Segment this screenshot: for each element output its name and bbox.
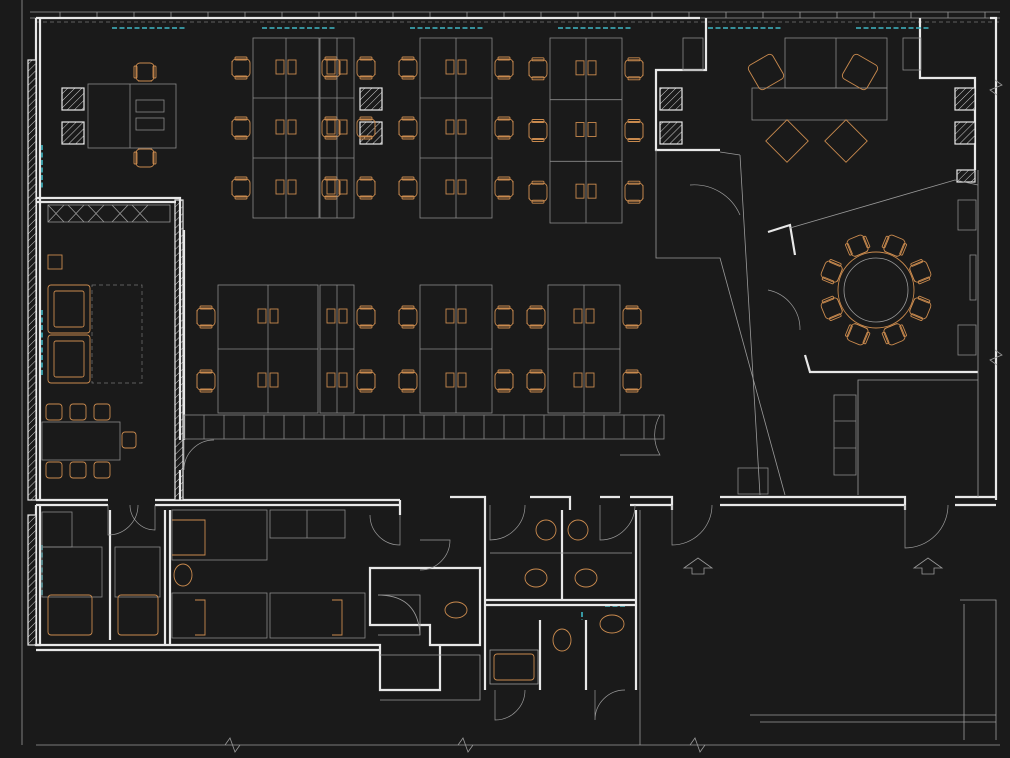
office-chair-icon (526, 305, 546, 329)
office-chair-icon (528, 57, 548, 81)
desk-icon (319, 37, 355, 219)
office-chair-icon (526, 369, 546, 393)
break-lines (224, 79, 1003, 753)
office-chair-icon (908, 295, 932, 321)
office-chair-icon (624, 57, 644, 81)
desk-icon (419, 37, 493, 219)
office-chair-icon (196, 305, 216, 329)
door-swing-icon (107, 184, 949, 721)
office-chair-icon (845, 322, 871, 346)
office-chair-icon (398, 369, 418, 393)
office-chair-icon (624, 180, 644, 204)
office-chair-icon (908, 259, 932, 285)
round-table-chairs (820, 234, 932, 346)
desk-icon (549, 37, 623, 224)
office-chair-icon (881, 234, 907, 258)
office-chair-icon (356, 116, 376, 140)
office-chair-icon (820, 259, 844, 285)
office-chair-icon (494, 176, 514, 200)
office-chair-icon (528, 119, 548, 142)
lower-right-outline (380, 510, 997, 745)
restrooms (483, 510, 638, 690)
desk-icon (319, 284, 355, 414)
office-chair-icon (356, 56, 376, 80)
lounge-area (41, 254, 143, 479)
desk-icon (547, 284, 621, 414)
stair-arrow-icon (682, 557, 944, 575)
desk-icon (252, 37, 320, 219)
office-chair-icon (398, 176, 418, 200)
office-chair-icon (622, 305, 642, 329)
office-chair-icon (622, 369, 642, 393)
office-chair-icon (528, 180, 548, 204)
desk-icon (217, 284, 319, 414)
right-cabinets (957, 199, 977, 356)
office-chair-icon (133, 62, 157, 82)
storage-cabinets (183, 414, 665, 440)
office-chair-icon (133, 148, 157, 168)
office-chair-icon (845, 234, 871, 258)
office-chair-icon (356, 369, 376, 393)
open-office-workstations (133, 37, 644, 414)
office-chair-icon (494, 305, 514, 329)
office-chair-icon (398, 116, 418, 140)
entry-desk-cluster (87, 83, 177, 149)
office-chair-icon (398, 305, 418, 329)
office-chair-icon (820, 295, 844, 321)
office-chair-icon (494, 56, 514, 80)
office-chair-icon (398, 56, 418, 80)
office-chair-icon (494, 116, 514, 140)
office-chair-icon (356, 305, 376, 329)
office-chair-icon (196, 369, 216, 393)
office-chair-icon (231, 116, 251, 140)
office-chair-icon (624, 119, 644, 142)
left-room-walls (36, 196, 186, 500)
executive-office (682, 37, 922, 163)
office-chair-icon (881, 322, 907, 346)
office-chair-icon (231, 176, 251, 200)
office-chair-icon (231, 56, 251, 80)
office-chair-icon (356, 176, 376, 200)
meeting-room (655, 150, 979, 497)
office-chair-icon (494, 369, 514, 393)
desk-icon (419, 284, 493, 414)
bedrooms (41, 509, 482, 647)
